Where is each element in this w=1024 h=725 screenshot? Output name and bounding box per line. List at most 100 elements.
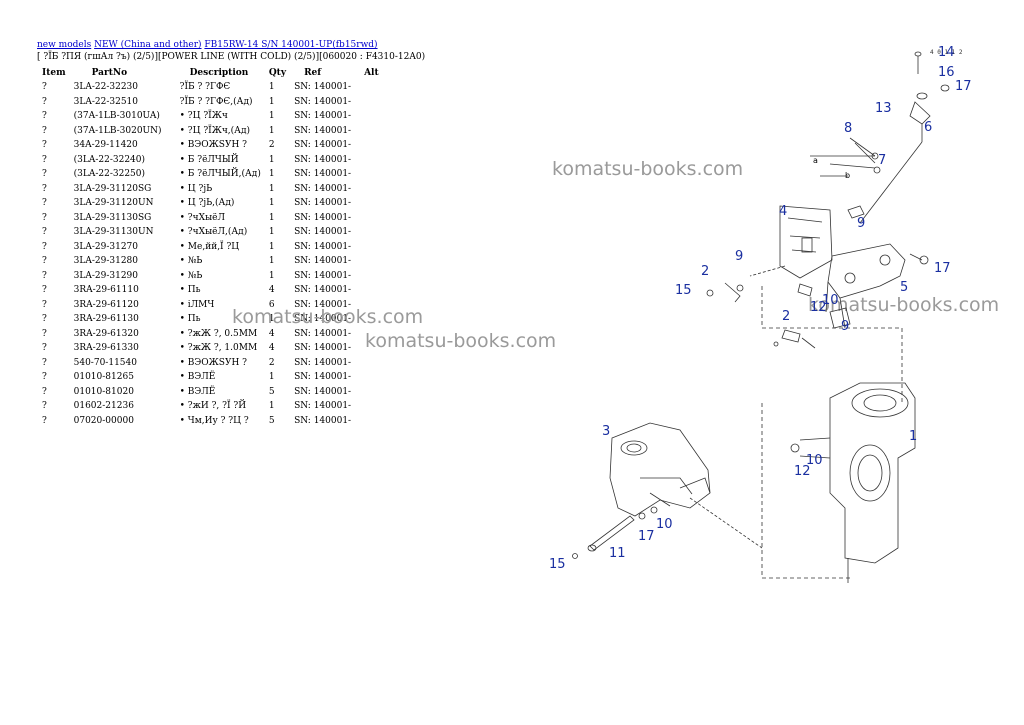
item-cell: ? (42, 169, 47, 180)
table-header-row: Item PartNo Description Qty Ref Alt (36, 65, 383, 80)
callout-6: 6 (924, 120, 932, 135)
callout-2: 2 (782, 309, 790, 324)
alt-cell (360, 225, 383, 240)
callout-b: b (845, 171, 850, 180)
alt-cell (360, 167, 383, 182)
partno-cell: 3RA-29-61330 (73, 343, 139, 354)
partno-cell: 3LA-22-32510 (73, 96, 138, 107)
description-cell: • Б ?ёЛЧЫЙ,(Ад) (179, 169, 261, 180)
item-cell: ? (42, 285, 47, 296)
page-header: [ ?ÏБ ?ПЯ (гшАл ?ъ) (2/5)][POWER LINE (W… (37, 52, 426, 62)
alt-cell (360, 95, 383, 110)
item-cell: ? (42, 415, 47, 426)
callout-9: 9 (857, 216, 865, 231)
description-cell: • ?чХыёЛ,(Ад) (179, 227, 248, 238)
description-cell: • ?жИ ?, ?Ї ?Й (179, 401, 247, 412)
qty-cell: 1 (268, 96, 275, 107)
item-cell: ? (42, 299, 47, 310)
partno-cell: 01010-81020 (73, 386, 134, 397)
ref-cell: SN: 140001- (294, 125, 352, 136)
description-cell: • ВЭЛЁ (179, 372, 216, 383)
item-cell: ? (42, 140, 47, 151)
partno-cell: 34A-29-11420 (73, 140, 138, 151)
alt-cell (360, 211, 383, 226)
description-cell: • Ц ?jЬ (179, 183, 213, 194)
ref-cell: SN: 140001- (294, 328, 352, 339)
ref-cell: SN: 140001- (294, 256, 352, 267)
ref-cell: SN: 140001- (294, 270, 352, 281)
alt-cell (360, 109, 383, 124)
ref-cell: SN: 140001- (294, 183, 352, 194)
ref-cell: SN: 140001- (294, 285, 352, 296)
qty-cell: 1 (268, 241, 275, 252)
callout-5: 5 (900, 280, 908, 295)
callout-17: 17 (638, 529, 655, 544)
qty-cell: 1 (268, 183, 275, 194)
partno-cell: 3RA-29-61130 (73, 314, 139, 325)
breadcrumb-link-model[interactable]: FB15RW-14 S/N 140001-UP(fb15rwd) (204, 40, 378, 50)
callout-16: 16 (938, 65, 955, 80)
breadcrumb: new models NEW (China and other) FB15RW-… (37, 40, 378, 50)
item-cell: ? (42, 328, 47, 339)
item-cell: ? (42, 183, 47, 194)
item-cell: ? (42, 125, 47, 136)
partno-cell: 3LA-29-31270 (73, 241, 138, 252)
item-cell: ? (42, 227, 47, 238)
qty-cell: 1 (268, 212, 275, 223)
header-description: Description (189, 67, 249, 78)
description-cell: • ВЭЛЁ (179, 386, 216, 397)
alt-cell (360, 196, 383, 211)
ref-cell: SN: 140001- (294, 227, 352, 238)
qty-cell: 1 (268, 169, 275, 180)
qty-cell: 1 (268, 401, 275, 412)
qty-cell: 1 (268, 270, 275, 281)
header-item: Item (42, 67, 66, 78)
callout-15: 15 (549, 557, 566, 572)
description-cell: ?ÏБ ? ?ГФЄ,(Ад) (179, 96, 253, 107)
callout-9: 9 (841, 319, 849, 334)
description-cell: • ?Ц ?ÏЖч,(Ад) (179, 125, 251, 136)
description-cell: • ?чХыёЛ (179, 212, 225, 223)
watermark: komatsu-books.com (808, 294, 1000, 316)
item-cell: ? (42, 386, 47, 397)
breadcrumb-link-new-models[interactable]: new models (37, 40, 92, 50)
callout-15: 15 (675, 283, 692, 298)
ref-cell: SN: 140001- (294, 212, 352, 223)
qty-cell: 4 (268, 285, 275, 296)
item-cell: ? (42, 82, 47, 93)
callout-a: a (813, 156, 818, 165)
callout-17: 17 (934, 261, 951, 276)
partno-cell: 01602-21236 (73, 401, 134, 412)
breadcrumb-link-region[interactable]: NEW (China and other) (94, 40, 202, 50)
partno-cell: 3RA-29-61120 (73, 299, 139, 310)
item-cell: ? (42, 372, 47, 383)
callout-17: 17 (955, 79, 972, 94)
qty-cell: 6 (268, 299, 275, 310)
alt-cell (360, 356, 383, 371)
header-partno: PartNo (91, 67, 128, 78)
alt-cell (360, 254, 383, 269)
qty-cell: 1 (268, 227, 275, 238)
item-cell: ? (42, 343, 47, 354)
item-cell: ? (42, 198, 47, 209)
description-cell: • Чм,Иу ? ?Ц ? (179, 415, 249, 426)
qty-cell: 1 (268, 256, 275, 267)
callout-14: 14 (938, 45, 955, 60)
callout-7: 7 (878, 153, 886, 168)
ref-cell: SN: 140001- (294, 154, 352, 165)
ref-cell: SN: 140001- (294, 111, 352, 122)
qty-cell: 1 (268, 314, 275, 325)
description-cell: • Пь (179, 314, 201, 325)
partno-cell: 3LA-22-32230 (73, 82, 138, 93)
alt-cell (360, 370, 383, 385)
partno-cell: 3LA-29-31120SG (73, 183, 152, 194)
